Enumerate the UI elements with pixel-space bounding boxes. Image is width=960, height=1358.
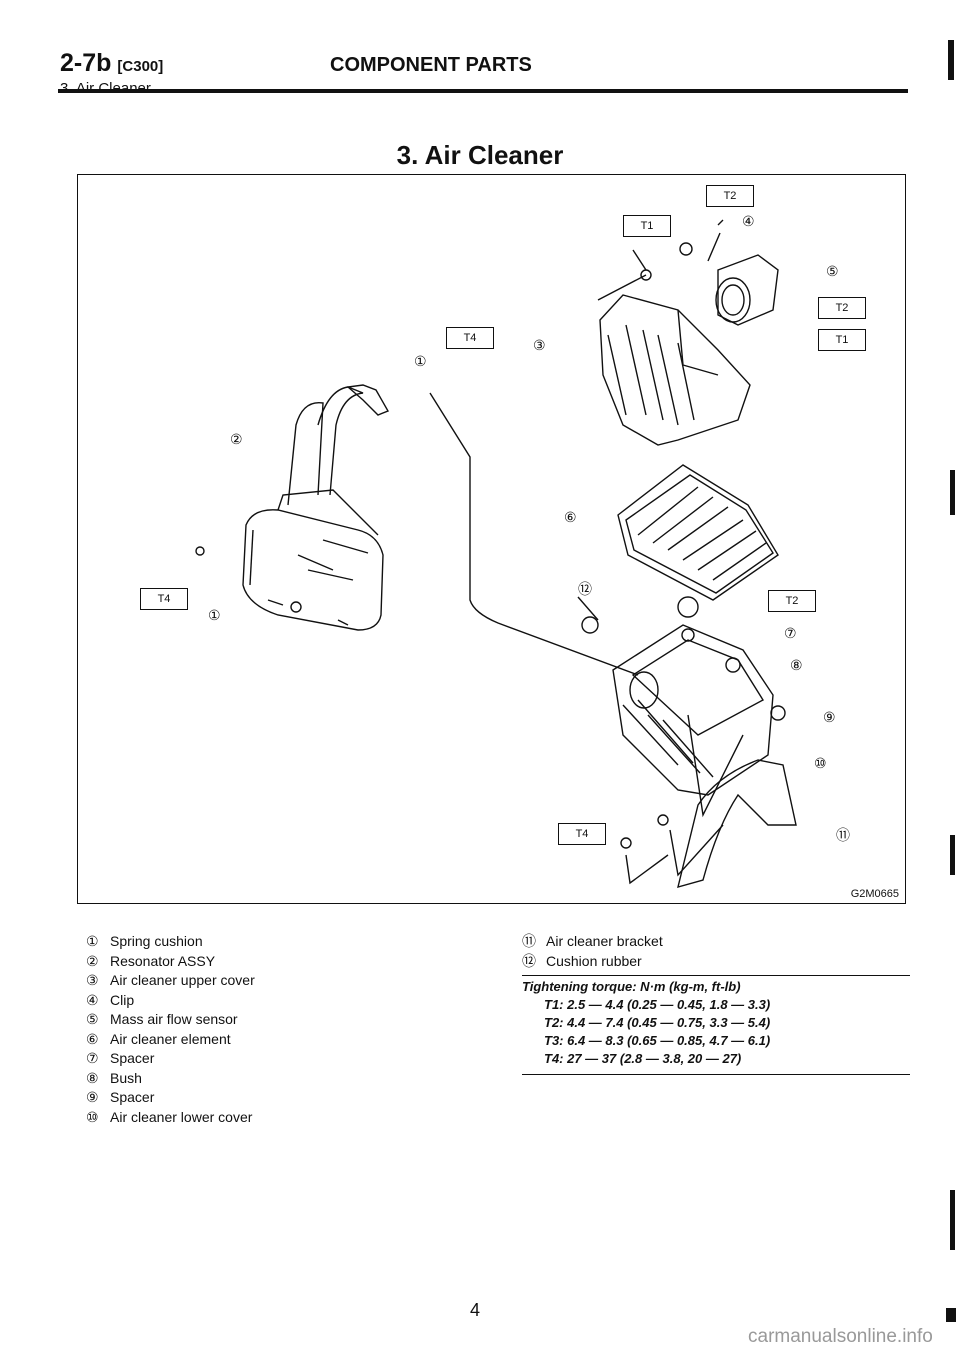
callout-6: ⑥ (564, 509, 577, 525)
torque-line-t4: T4: 27 — 37 (2.8 — 3.8, 20 — 27) (544, 1051, 742, 1066)
page-title: 3. Air Cleaner (396, 140, 564, 170)
scan-edge-mark (950, 835, 955, 875)
resonator-assy-drawing (195, 384, 639, 676)
torque-top-rule (522, 975, 910, 976)
callout-8: ⑧ (790, 657, 803, 673)
watermark: carmanualsonline.info (748, 1326, 933, 1347)
scan-edge-mark (950, 470, 955, 515)
torque-tag-t2-lower: T2 (768, 590, 816, 612)
figure-code: G2M0665 (850, 888, 899, 900)
callout-11: ⑪ (836, 827, 850, 843)
callout-4: ④ (742, 213, 755, 229)
callout-7: ⑦ (784, 625, 797, 641)
torque-line-t3: T3: 6.4 — 8.3 (0.65 — 0.85, 4.7 — 6.1) (544, 1033, 771, 1048)
page-number: 4 (470, 1300, 481, 1320)
torque-tag-t4-upper: T4 (446, 327, 494, 349)
torque-tag-t4-bracket: T4 (558, 823, 606, 845)
scan-edge-mark (946, 1308, 956, 1322)
callout-12: ⑫ (578, 581, 592, 597)
exploded-diagram: ① ② ③ ④ ⑤ ⑥ ⑦ ⑧ ⑨ ⑩ ⑪ ⑫ ① T2 T1 T2 T1 T4… (77, 174, 906, 904)
scan-edge-mark (950, 1190, 955, 1250)
tightening-torque-spec: Tightening torque: N·m (kg-m, ft-lb) T1:… (522, 975, 910, 1075)
torque-bottom-rule (522, 1074, 910, 1075)
header-rule (58, 89, 908, 93)
section-title: COMPONENT PARTS (330, 54, 532, 76)
callout-2: ② (230, 431, 243, 447)
callout-3: ③ (533, 337, 546, 353)
torque-tag-t1-top: T1 (623, 215, 671, 237)
upper-cover-drawing (597, 219, 779, 446)
torque-tag-t2-maf: T2 (818, 297, 866, 319)
lower-cover-drawing (577, 596, 797, 888)
torque-line-t2: T2: 4.4 — 7.4 (0.45 — 0.75, 3.3 — 5.4) (544, 1015, 771, 1030)
scan-edge-mark (948, 40, 954, 80)
torque-tag-t4-lower: T4 (140, 588, 188, 610)
air-cleaner-element-drawing (617, 464, 779, 601)
torque-tag-t1-maf: T1 (818, 329, 866, 351)
diagram-drawing (195, 219, 797, 888)
callout-10: ⑩ (814, 755, 827, 771)
callout-1-upper: ① (414, 353, 427, 369)
torque-heading: Tightening torque: N·m (kg-m, ft-lb) (522, 979, 741, 994)
callout-1-lower: ① (208, 607, 221, 623)
callout-5: ⑤ (826, 263, 839, 279)
callout-9: ⑨ (823, 709, 836, 725)
torque-line-t1: T1: 2.5 — 4.4 (0.25 — 0.45, 1.8 — 3.3) (544, 997, 771, 1012)
torque-tag-t2-top: T2 (706, 185, 754, 207)
section-code: 2-7b[C300] (60, 49, 164, 77)
